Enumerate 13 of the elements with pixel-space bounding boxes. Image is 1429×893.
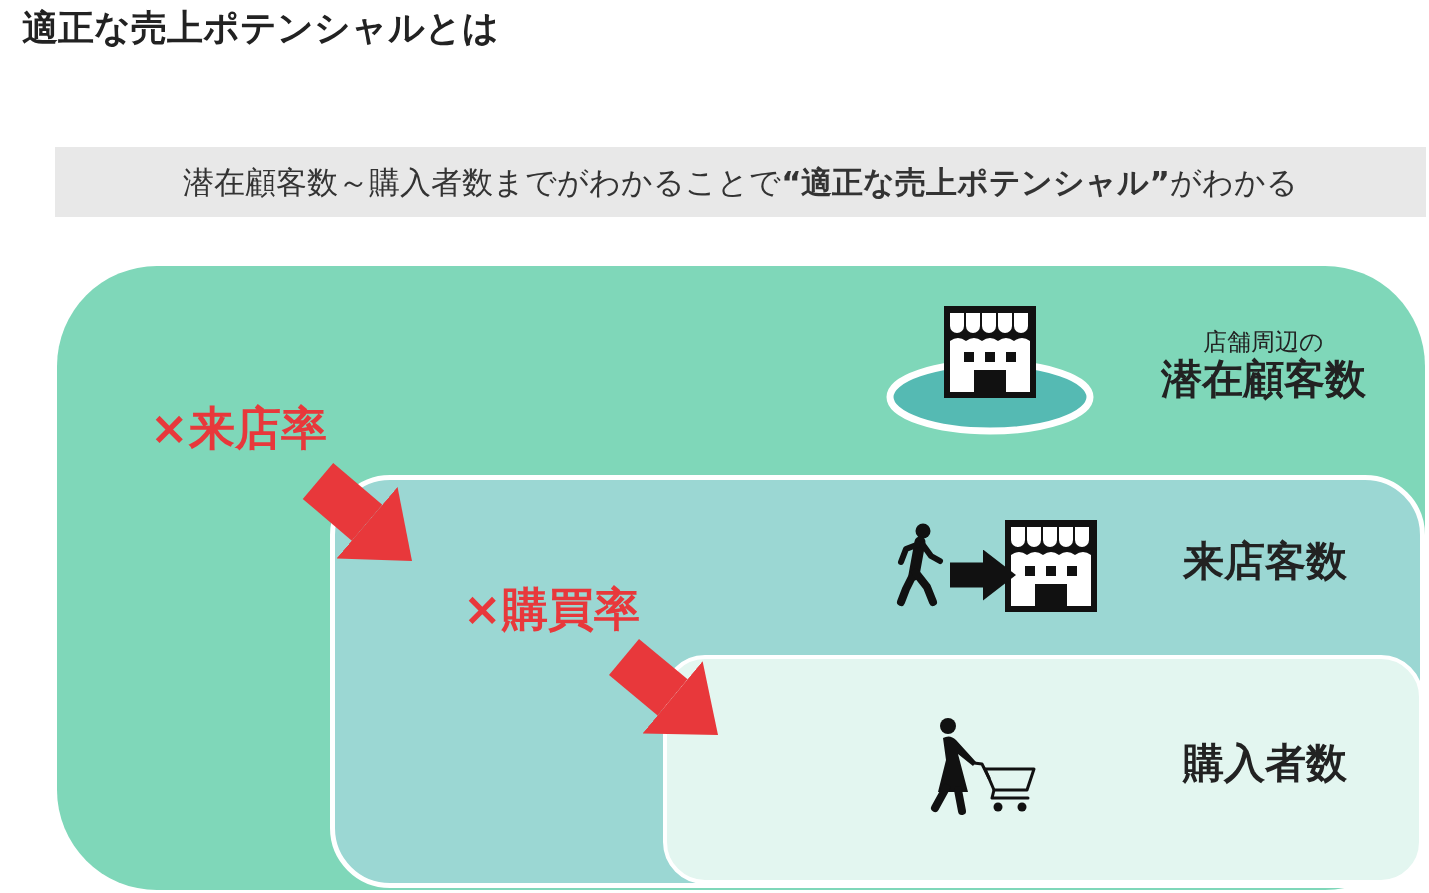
outer-panel bbox=[57, 266, 1425, 890]
rate-label: ×購買率 bbox=[463, 584, 640, 635]
page-title: 適正な売上ポテンシャルとは bbox=[22, 6, 499, 50]
summary-banner: 潜在顧客数～購入者数までがわかることで“適正な売上ポテンシャル”がわかる bbox=[55, 147, 1426, 217]
arrow bbox=[609, 638, 718, 735]
panel-heading: 購入者数 bbox=[1183, 740, 1347, 788]
panel-heading: 潜在顧客数 bbox=[1160, 356, 1366, 404]
panel-heading: 来店客数 bbox=[1183, 538, 1347, 586]
arrow bbox=[950, 549, 1016, 601]
panel-caption: 店舗周辺の bbox=[1202, 329, 1324, 357]
shop-icon bbox=[1005, 520, 1097, 612]
middle-panel bbox=[330, 475, 1425, 888]
rate-label: ×来店率 bbox=[150, 403, 327, 454]
